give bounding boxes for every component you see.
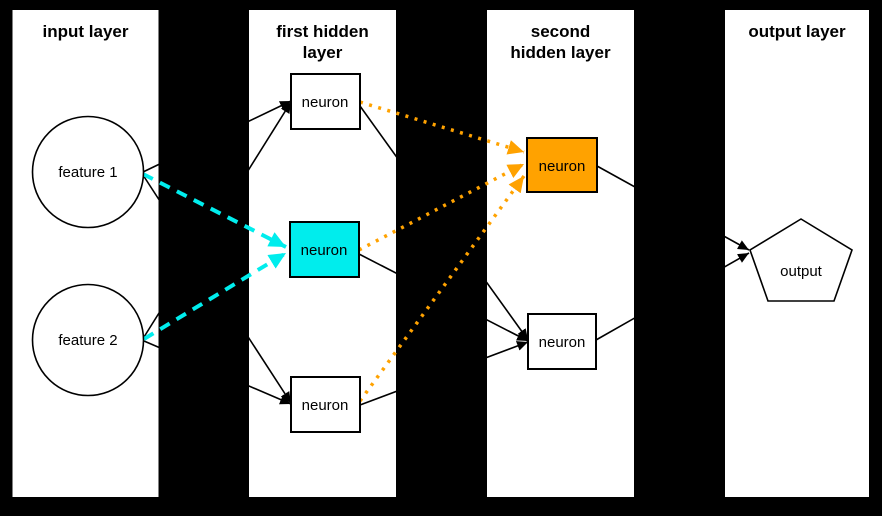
feature-2-label: feature 2 [58,332,117,349]
edge-feature1-h1n3 [142,174,292,404]
edge-feature2-h1n1 [143,101,292,338]
edge-h1n3-h2n2 [359,341,529,406]
hidden1-neuron-2-node-cyan [289,221,360,278]
output-node-pentagon [749,218,853,302]
feature-1-label: feature 1 [58,164,117,181]
title-line: first hidden [276,22,369,41]
title-line: input layer [42,22,129,41]
hidden2-neuron-1-node-orange [526,137,598,193]
edge-feature1-h1n2-cyan [142,172,287,249]
input-layer-panel [12,10,159,497]
edge-feature2-h1n3 [143,340,292,405]
hidden1-neuron-3-label: neuron [302,397,349,414]
edge-h1n1-h2n2 [359,105,529,341]
first-hidden-layer-title: first hidden layer [249,21,396,63]
edge-feature2-h1n2-cyan [142,251,288,341]
title-line: layer [302,43,343,62]
cyan-dashed-edges [142,172,288,341]
feature-1-node [31,115,145,229]
hidden1-neuron-1-node [290,73,361,130]
output-layer-title: output layer [725,21,869,42]
edge-h2n1-output [596,165,750,251]
title-line: hidden layer [510,43,611,62]
second-hidden-layer-title: second hidden layer [487,21,634,63]
hidden2-neuron-2-label: neuron [539,334,586,351]
orange-dotted-edges [358,100,526,403]
edge-h1n2-h2n1-orange [358,162,525,252]
edge-feature1-h1n1 [142,100,292,173]
title-line: second [530,22,591,41]
hidden2-neuron-2-node [527,313,597,370]
feature-2-node [31,283,145,397]
hidden1-neuron-1-label: neuron [302,94,349,111]
second-hidden-layer-panel [487,10,634,497]
edge-h1n2-h2n2 [358,253,529,342]
hidden1-neuron-3-node [290,376,361,433]
hidden1-neuron-2-label: neuron [301,242,348,259]
edge-h1n1-h2n1-orange [359,100,525,155]
output-label: output [780,263,823,280]
title-line: output layer [748,22,846,41]
black-edges [142,100,750,406]
input-layer-title: input layer [12,21,159,42]
hidden2-neuron-1-label: neuron [539,158,586,175]
edge-h2n2-output [595,252,750,341]
